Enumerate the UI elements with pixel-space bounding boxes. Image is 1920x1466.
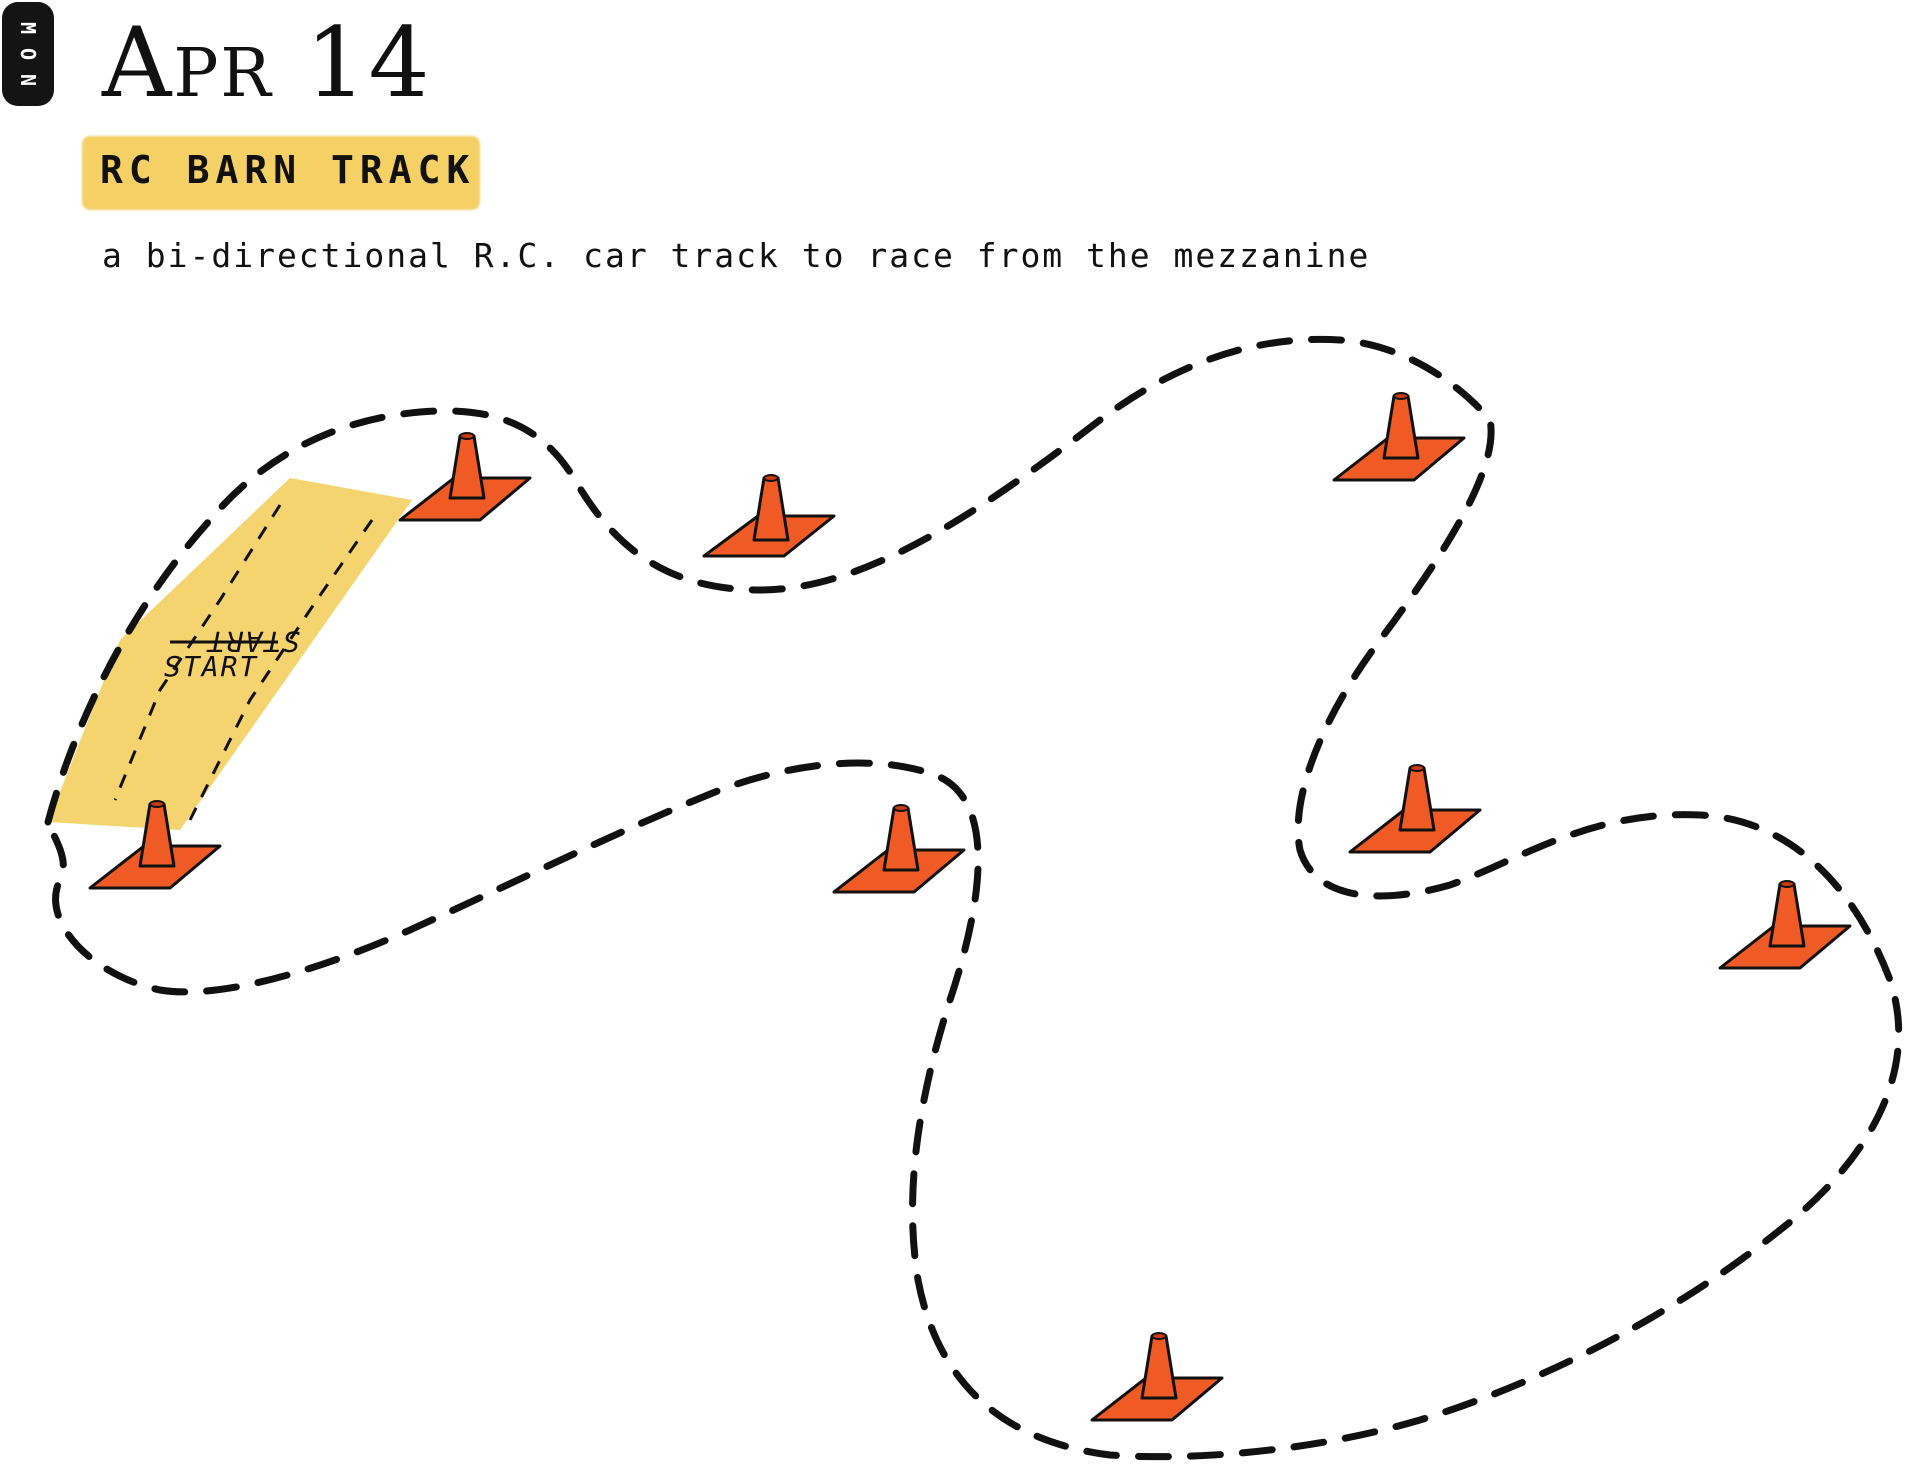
cone-icon bbox=[88, 800, 222, 890]
cone-icon bbox=[702, 474, 836, 558]
start-zone-highlight bbox=[48, 478, 412, 830]
cone-icon bbox=[398, 432, 532, 522]
title-highlight bbox=[82, 136, 480, 210]
start-lane-line bbox=[113, 504, 282, 801]
cone-icon bbox=[1718, 880, 1852, 970]
day-of-week-tab: M O N bbox=[2, 2, 54, 106]
cone-icon bbox=[1090, 1332, 1224, 1422]
start-label-mirrored: START bbox=[206, 625, 300, 658]
cone-icon bbox=[1348, 764, 1482, 854]
start-lane-line bbox=[188, 519, 374, 821]
cone-icon bbox=[1332, 392, 1466, 482]
date-title: Apr 14 bbox=[102, 7, 432, 119]
start-label: START bbox=[164, 650, 258, 683]
track-outline bbox=[44, 335, 1903, 1461]
track-title: RC BARN TRACK bbox=[100, 148, 476, 192]
track-description: a bi-directional R.C. car track to race … bbox=[102, 236, 1371, 275]
cone-icon bbox=[832, 804, 966, 894]
